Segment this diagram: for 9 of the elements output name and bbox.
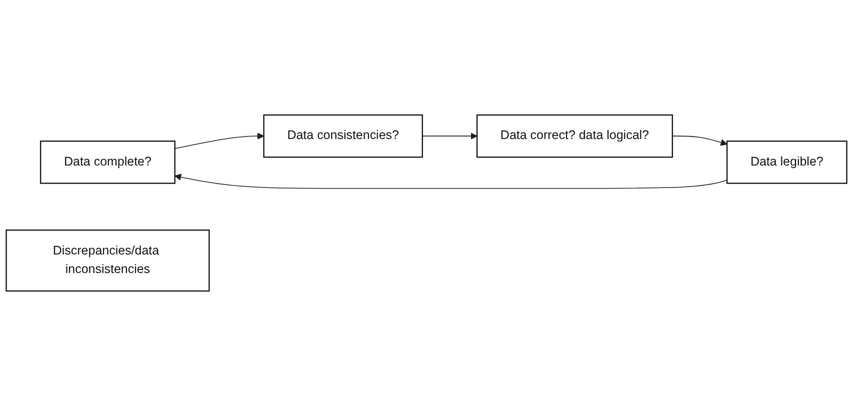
node-box: Data consistencies? (263, 114, 423, 158)
arrow (174, 132, 264, 149)
arrow (422, 132, 478, 140)
node-box: Data complete? (40, 140, 176, 184)
node-box: Data legible? (726, 140, 848, 184)
node-box: Discrepancies/data inconsistencies (6, 230, 210, 292)
arrow (672, 136, 728, 146)
node-box: Data correct? data logical? (476, 114, 673, 158)
arrow (174, 174, 728, 189)
